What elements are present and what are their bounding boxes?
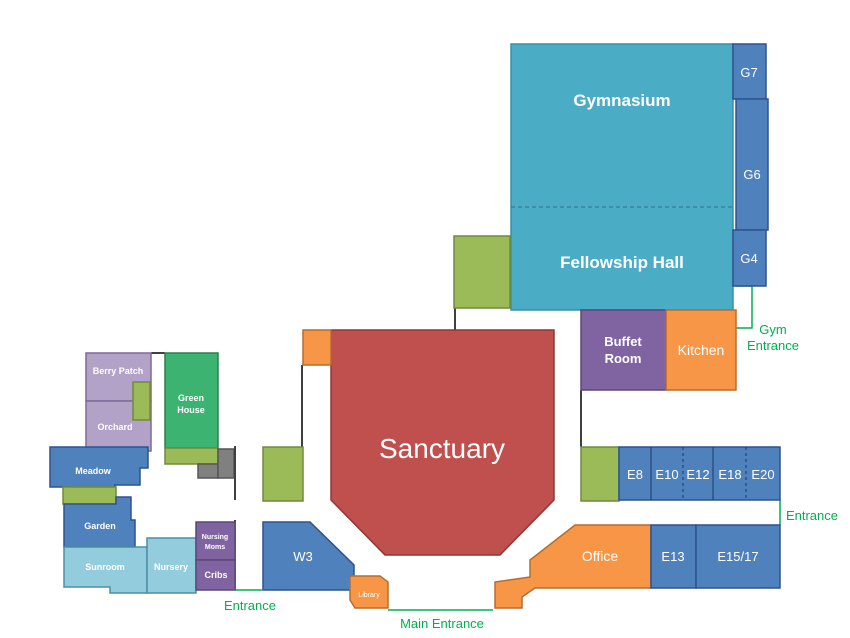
sanctuary-label: Sanctuary [379, 433, 505, 464]
cribs-label: Cribs [204, 570, 227, 580]
e12-label: E12 [686, 467, 709, 482]
e18-label: E18 [718, 467, 741, 482]
nursing-moms-label-2: Moms [205, 544, 225, 551]
library-label: Library [358, 592, 380, 599]
gym-entrance-label-1: Gym [759, 322, 786, 337]
e20-label: E20 [751, 467, 774, 482]
berry-patch-label: Berry Patch [93, 366, 144, 376]
g6-label: G6 [743, 167, 760, 182]
room-e15-17[interactable] [695, 524, 781, 589]
west-entrance-label: Entrance [224, 598, 276, 613]
nursing-moms-label-1: Nursing [202, 534, 228, 541]
room-e13[interactable] [650, 524, 697, 589]
storage-small[interactable] [197, 463, 219, 479]
meadow-closet[interactable] [62, 486, 117, 505]
garden-label: Garden [84, 521, 116, 531]
room-g6[interactable] [735, 98, 769, 231]
sanctuary-side-room[interactable] [302, 329, 332, 366]
nursing-moms-room[interactable] [195, 521, 236, 561]
green-house-room[interactable] [164, 352, 219, 449]
g4-label: G4 [740, 251, 757, 266]
orchard-closet[interactable] [132, 381, 151, 421]
east-corridor-rooms[interactable] [618, 446, 781, 501]
e8-label: E8 [627, 467, 643, 482]
office-room[interactable] [494, 524, 652, 609]
nursery-room[interactable] [146, 537, 197, 594]
e13-label: E13 [661, 549, 684, 564]
east-vestibule[interactable] [580, 446, 620, 502]
meadow-room[interactable] [49, 446, 149, 498]
sanctuary-room[interactable] [330, 329, 555, 556]
west-vestibule[interactable] [262, 446, 304, 502]
gym-entrance-label-2: Entrance [747, 338, 799, 353]
orchard-label: Orchard [97, 422, 132, 432]
green-house-closet[interactable] [164, 447, 219, 465]
green-house-label-1: Green [178, 393, 204, 403]
east-entrance-label: Entrance [786, 508, 838, 523]
gymnasium-label: Gymnasium [573, 91, 670, 110]
green-house-label-2: House [177, 405, 205, 415]
buffet-room-label-1: Buffet [604, 334, 642, 349]
g7-label: G7 [740, 65, 757, 80]
w3-label: W3 [293, 549, 313, 564]
storage-tall[interactable] [217, 448, 235, 479]
e10-label: E10 [655, 467, 678, 482]
cribs-room[interactable] [195, 559, 236, 591]
room-g4[interactable] [732, 229, 767, 287]
e15-17-label: E15/17 [717, 549, 758, 564]
kitchen-label: Kitchen [678, 342, 725, 358]
nursery-label: Nursery [154, 562, 188, 572]
fellowship-side-room[interactable] [453, 235, 511, 309]
sunroom-label: Sunroom [85, 562, 125, 572]
buffet-room-label-2: Room [605, 351, 642, 366]
fellowship-hall-label: Fellowship Hall [560, 253, 684, 272]
meadow-label: Meadow [75, 466, 112, 476]
east-room-dividers [650, 447, 747, 500]
room-g7[interactable] [732, 43, 767, 100]
gymnasium-room[interactable] [510, 43, 734, 311]
office-label: Office [582, 548, 619, 564]
main-entrance-label: Main Entrance [400, 616, 484, 631]
buffet-room[interactable] [580, 309, 667, 391]
kitchen-room[interactable] [665, 309, 737, 391]
library-room[interactable] [349, 575, 389, 609]
